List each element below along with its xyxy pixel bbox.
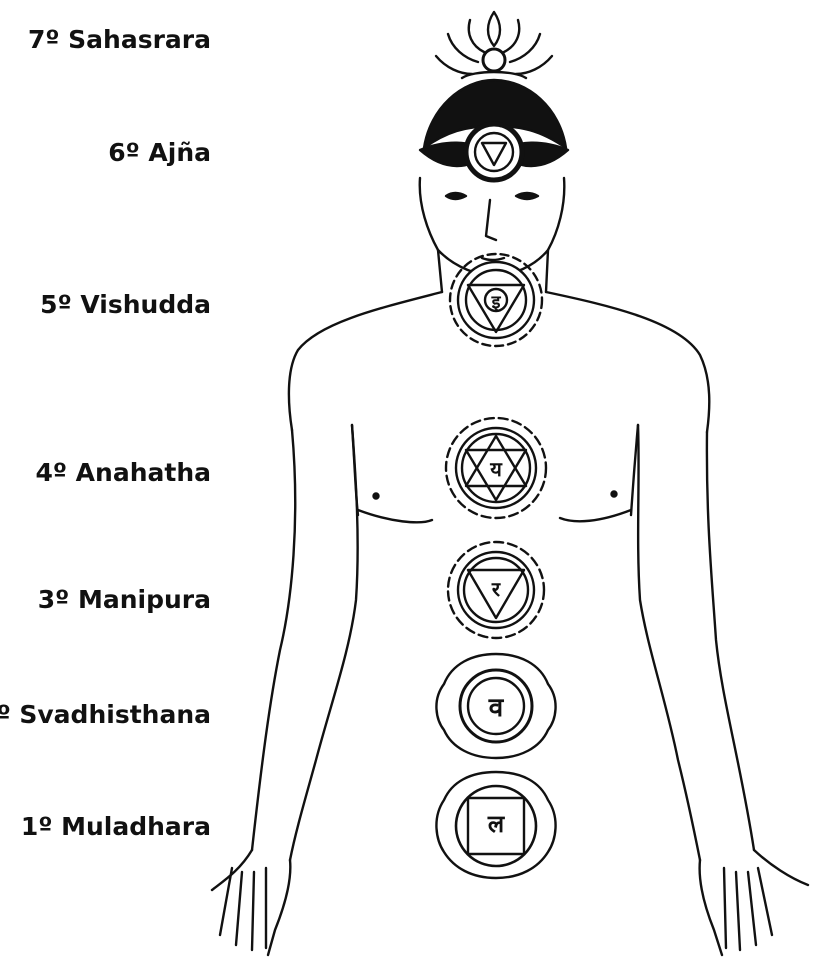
muladhara-chakra-icon: ल: [436, 772, 555, 878]
svg-text:य: य: [489, 457, 503, 481]
anahatha-chakra-icon: य: [446, 418, 546, 518]
manipura-chakra-icon: र: [448, 542, 544, 638]
sahasrara-lotus-icon: [436, 12, 552, 78]
svg-text:र: र: [491, 577, 501, 601]
svg-text:इ: इ: [491, 292, 502, 313]
svg-text:व: व: [488, 693, 505, 723]
svadhisthana-chakra-icon: व: [436, 654, 555, 758]
svg-text:ल: ल: [487, 809, 506, 838]
